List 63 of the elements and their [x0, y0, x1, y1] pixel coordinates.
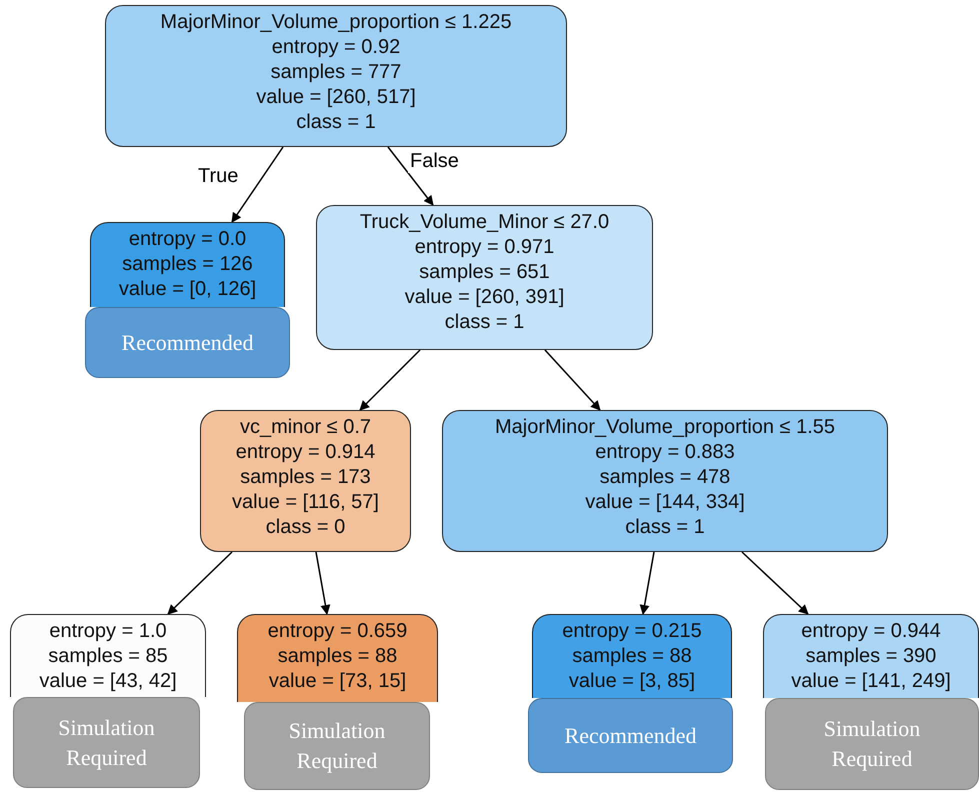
result-label: Recommended: [564, 722, 696, 750]
result-label: Recommended: [122, 328, 254, 356]
arrow: [315, 552, 330, 615]
node-text: entropy = 0.883: [595, 440, 735, 465]
node-text: value = [260, 517]: [256, 85, 416, 110]
arrow: [640, 552, 655, 615]
node-text: samples = 173: [240, 465, 371, 490]
result-box: [765, 698, 979, 790]
tree-node: [316, 205, 653, 350]
node-text: samples = 478: [600, 465, 730, 490]
tree-node: [90, 222, 285, 307]
node-text: value = [141, 249]: [791, 669, 951, 694]
arrow: [387, 146, 434, 206]
arrow: [359, 349, 421, 411]
tree-node: [10, 614, 206, 697]
tree-node: [237, 614, 438, 702]
node-text: MajorMinor_Volume_proportion ≤ 1.55: [494, 415, 836, 440]
arrow: [231, 146, 284, 223]
tree-node: [442, 410, 888, 552]
node-text: class = 0: [266, 515, 346, 540]
tree-node: [105, 5, 567, 147]
node-text: value = [43, 42]: [39, 669, 177, 694]
node-text: entropy = 0.92: [272, 35, 400, 60]
node-text: Truck_Volume_Minor ≤ 27.0: [360, 210, 610, 235]
arrow: [544, 350, 601, 411]
node-text: vc_minor ≤ 0.7: [240, 415, 372, 440]
node-text: entropy = 1.0: [49, 619, 167, 644]
result-box: [244, 702, 430, 790]
arrow: [167, 551, 233, 615]
node-text: class = 1: [625, 515, 705, 540]
node-text: class = 1: [444, 310, 524, 335]
node-text: value = [0, 126]: [118, 277, 256, 302]
node-text: samples = 651: [419, 260, 550, 285]
node-text: samples = 390: [806, 644, 936, 669]
node-text: value = [260, 391]: [404, 285, 564, 310]
node-text: entropy = 0.944: [801, 619, 941, 644]
tree-node: [763, 614, 979, 698]
result-label: Simulation Required: [822, 715, 922, 773]
node-text: entropy = 0.914: [236, 440, 376, 465]
node-text: class = 1: [296, 110, 376, 135]
node-text: MajorMinor_Volume_proportion ≤ 1.225: [160, 10, 512, 35]
tree-node: [532, 614, 732, 698]
node-text: entropy = 0.0: [128, 227, 246, 252]
node-text: value = [116, 57]: [232, 490, 379, 515]
node-text: value = [73, 15]: [268, 669, 406, 694]
result-box: [85, 307, 290, 378]
node-text: entropy = 0.971: [414, 235, 554, 260]
node-text: samples = 85: [48, 644, 168, 669]
node-text: samples = 88: [572, 644, 692, 669]
node-text: value = [144, 334]: [585, 490, 745, 515]
node-text: entropy = 0.659: [268, 619, 408, 644]
tree-node: [200, 410, 411, 552]
result-box: [13, 697, 200, 788]
node-text: entropy = 0.215: [562, 619, 702, 644]
result-label: Simulation Required: [57, 714, 156, 772]
node-text: samples = 88: [278, 644, 398, 669]
edge-label: False: [408, 150, 461, 173]
node-text: samples = 126: [122, 252, 253, 277]
result-box: [528, 698, 733, 773]
node-text: samples = 777: [270, 60, 402, 85]
arrow: [741, 551, 809, 615]
result-label: Simulation Required: [288, 717, 386, 775]
node-text: value = [3, 85]: [568, 669, 696, 694]
